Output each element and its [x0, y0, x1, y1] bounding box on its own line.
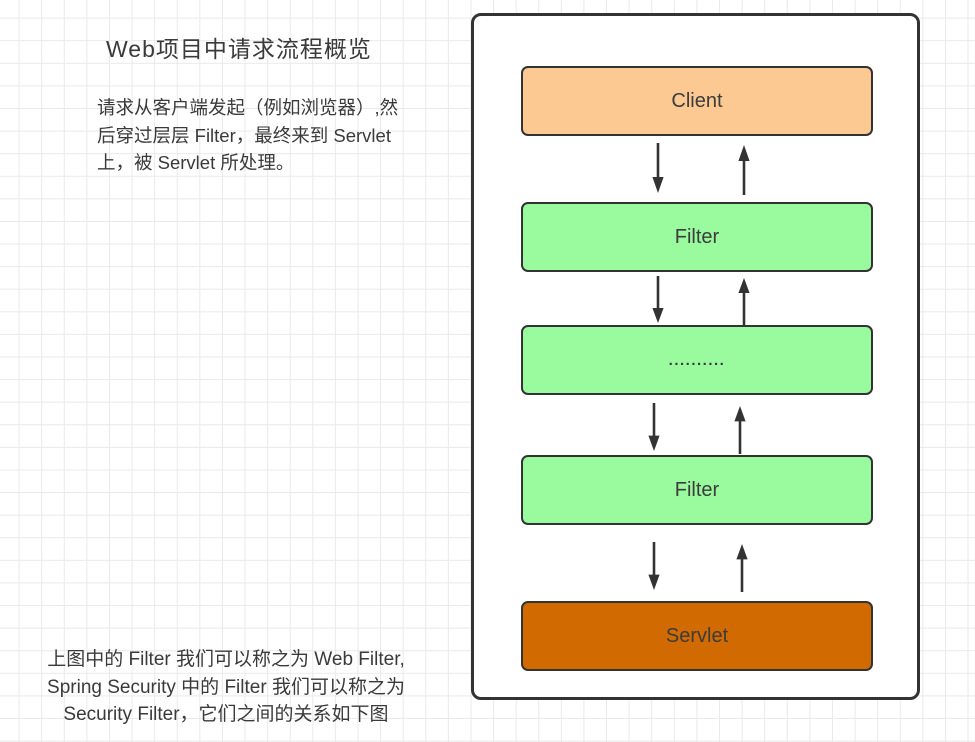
node-servlet: Servlet: [521, 601, 873, 671]
arrow-down-icon: [652, 143, 664, 193]
node-filter-2-label: Filter: [674, 478, 720, 501]
arrow-down-icon: [648, 542, 660, 590]
footer-line-3: Security Filter，它们之间的关系如下图: [63, 704, 389, 725]
node-filter-ellipsis: ..........: [521, 325, 873, 395]
arrow-up-icon: [736, 544, 748, 592]
intro-line-1: 请求从客户端发起（例如浏览器）,然: [97, 97, 399, 118]
node-client-label: Client: [671, 89, 723, 112]
flow-diagram-container: Client Filter ..........: [471, 13, 920, 700]
node-filter-2: Filter: [521, 455, 873, 525]
node-filter-1-label: Filter: [674, 225, 720, 248]
page-title: Web项目中请求流程概览: [106, 36, 372, 62]
arrow-up-icon: [734, 406, 746, 454]
footer-line-1: 上图中的 Filter 我们可以称之为 Web Filter,: [47, 649, 405, 670]
arrow-down-icon: [652, 276, 664, 323]
node-filter-1: Filter: [521, 202, 873, 272]
intro-line-2: 后穿过层层 Filter，最终来到 Servlet: [97, 124, 391, 146]
footer-line-2: Spring Security 中的 Filter 我们可以称之为: [47, 676, 405, 698]
node-servlet-label: Servlet: [665, 624, 729, 647]
node-client: Client: [521, 66, 873, 136]
footer-paragraph: 上图中的 Filter 我们可以称之为 Web Filter, Spring S…: [0, 646, 452, 729]
intro-line-3: 上，被 Servlet 所处理。: [97, 152, 295, 173]
arrow-up-icon: [738, 278, 750, 325]
arrow-up-icon: [738, 145, 750, 195]
node-filter-ellipsis-label: ..........: [668, 351, 726, 369]
intro-paragraph: 请求从客户端发起（例如浏览器）,然 后穿过层层 Filter，最终来到 Serv…: [97, 94, 398, 177]
arrow-down-icon: [648, 403, 660, 451]
